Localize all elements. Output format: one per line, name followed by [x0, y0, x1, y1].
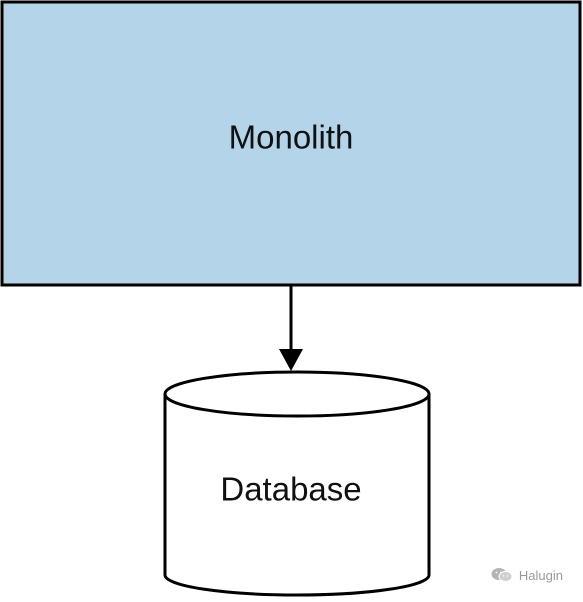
- watermark-text: Halugin: [518, 567, 563, 583]
- wechat-icon: [491, 568, 513, 582]
- database-cylinder-top: [163, 370, 431, 418]
- database-label: Database: [220, 471, 361, 508]
- database-node: Database: [163, 370, 431, 597]
- arrowhead-icon: [279, 349, 303, 371]
- database-cylinder-body: [163, 394, 431, 597]
- watermark: Halugin: [491, 567, 563, 583]
- monolith-to-database-edge: [279, 286, 303, 371]
- monolith-label: Monolith: [229, 119, 354, 156]
- monolith-box: [0, 0, 582, 287]
- monolith-node: Monolith: [0, 0, 582, 287]
